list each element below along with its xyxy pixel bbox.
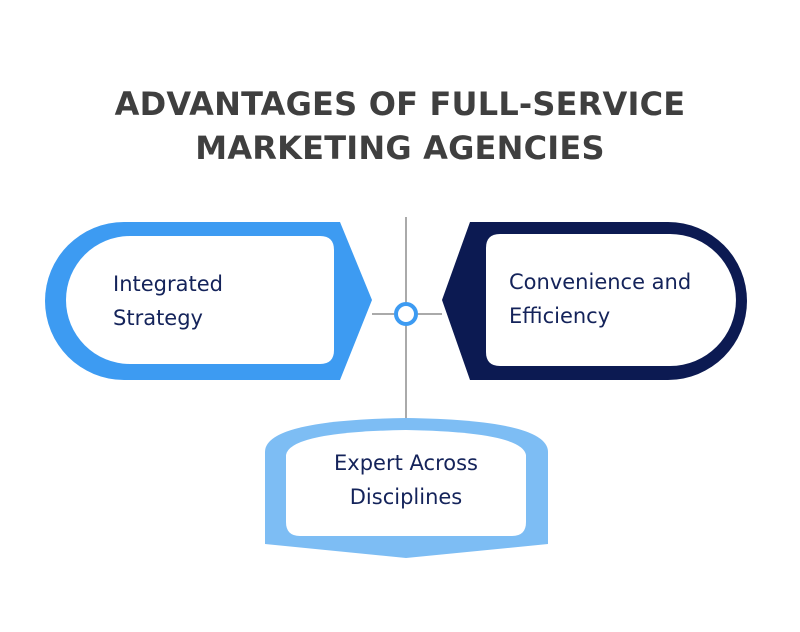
hub-circle	[394, 302, 418, 326]
node-expert-disciplines-inner	[286, 430, 526, 536]
label-line: Strategy	[113, 306, 203, 330]
label-line: Expert Across	[334, 451, 478, 475]
node-integrated-strategy	[45, 222, 372, 380]
node-integrated-strategy-inner	[66, 236, 334, 364]
diagram-title: ADVANTAGES OF FULL-SERVICE MARKETING AGE…	[0, 82, 800, 170]
label-line: Disciplines	[349, 485, 463, 509]
label-line: Convenience and	[509, 270, 692, 294]
node-convenience-efficiency-inner	[486, 234, 736, 366]
title-line-2: MARKETING AGENCIES	[195, 129, 605, 167]
label-line: Integrated	[113, 272, 223, 296]
title-line-1: ADVANTAGES OF FULL-SERVICE	[114, 85, 686, 123]
label-expert-disciplines: Expert Across Disciplines	[300, 446, 512, 514]
node-expert-disciplines	[265, 418, 548, 558]
label-convenience-efficiency: Convenience and Efficiency	[509, 265, 691, 333]
node-convenience-efficiency	[442, 222, 747, 380]
label-line: Efficiency	[509, 304, 611, 328]
label-integrated-strategy: Integrated Strategy	[113, 267, 223, 335]
